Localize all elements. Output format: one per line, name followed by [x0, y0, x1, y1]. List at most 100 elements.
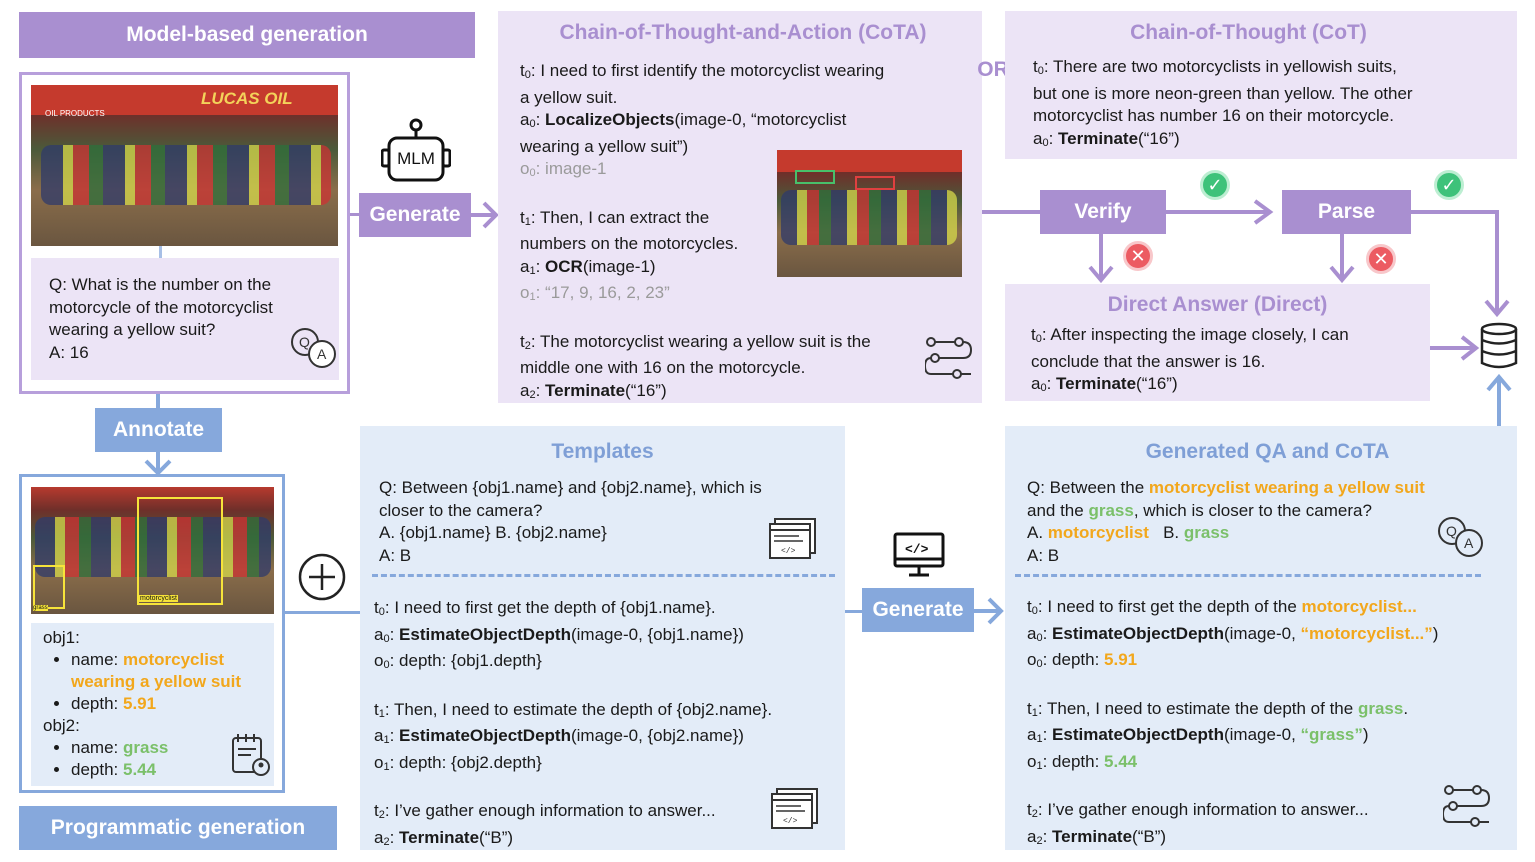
svg-text:A: A: [1464, 535, 1474, 551]
photo-banner: [31, 85, 338, 115]
templates-title: Templates: [551, 440, 654, 463]
template-t1: t1: Then, I need to estimate the depth o…: [374, 699, 773, 720]
cot-a0: a0: Terminate(“16”): [1033, 128, 1180, 149]
photo-riders: [41, 145, 331, 205]
template-options: A. {obj1.name} B. {obj2.name}: [379, 523, 607, 542]
generated-o1: o1: depth: 5.44: [1027, 751, 1138, 772]
annotate-arrow: [144, 452, 172, 476]
photo-riders: [35, 517, 271, 577]
model-based-generation-label: Model-based generation: [126, 23, 368, 46]
annotate-label: Annotate: [113, 418, 204, 441]
parse-cross-icon: ✕: [1366, 244, 1396, 274]
cot-title: Chain-of-Thought (CoT): [1130, 21, 1367, 44]
bbox-motorcyclist: [137, 497, 223, 605]
ocr-box: [855, 176, 895, 190]
ocr-box: [795, 170, 835, 184]
obj1-depth-value: 5.91: [123, 694, 157, 713]
bbox-motorcyclist-label: motorcyclist: [139, 595, 178, 602]
mlm-label: MLM: [397, 149, 435, 168]
qa-bubbles-icon: Q A: [291, 328, 336, 368]
cota-title: Chain-of-Thought-and-Action (CoTA): [559, 21, 927, 44]
source-photo: LUCAS OIL OIL PRODUCTS: [31, 85, 338, 246]
obj1-name-value: motorcyclist: [122, 650, 225, 669]
template-t2: t2: I’ve gather enough information to an…: [374, 801, 716, 821]
cot-panel: Chain-of-Thought (CoT) t0: There are two…: [1005, 11, 1517, 159]
template-a1: a1: EstimateObjectDepth(image-0, {obj2.n…: [374, 726, 744, 746]
generated-question-cont: and the grass, which is closer to the ca…: [1027, 500, 1372, 520]
generate-bottom-arrow: [974, 597, 1004, 625]
template-question-cont: closer to the camera?: [379, 500, 543, 520]
question-line: Q: What is the number on the: [49, 275, 272, 294]
obj2-name-value: grass: [122, 738, 169, 757]
template-o0: o0: depth: {obj1.depth}: [374, 651, 542, 671]
bottom-left-connector: [285, 611, 360, 614]
cota-t0: t0: I need to first identify the motorcy…: [520, 61, 885, 81]
cota-a1: a1: OCR(image-1): [520, 256, 656, 277]
photo-banner: [777, 150, 962, 172]
workflow-icon: [1443, 785, 1491, 827]
source-example-frame: LUCAS OIL OIL PRODUCTS Q: What is the nu…: [19, 72, 350, 394]
cot-t0-cont: but one is more neon-green than yellow. …: [1033, 83, 1413, 103]
annotated-example-frame: motorcyclist grass obj1: name: motorcycl…: [19, 474, 285, 793]
svg-text:</>: </>: [783, 817, 798, 826]
svg-text:Q: Q: [299, 334, 310, 350]
direct-steps: t0: After inspecting the image closely, …: [1031, 324, 1349, 400]
parse-box: Parse: [1282, 190, 1411, 234]
annotated-photo: motorcyclist grass: [31, 487, 274, 614]
or-label: OR: [977, 58, 1009, 81]
cota-t2: t2: The motorcyclist wearing a yellow su…: [520, 331, 871, 352]
direct-panel: Direct Answer (Direct) t0: After inspect…: [1005, 284, 1430, 401]
parse-label: Parse: [1317, 200, 1376, 223]
database-icon: [1480, 322, 1518, 369]
direct-t0: t0: After inspecting the image closely, …: [1031, 325, 1349, 345]
cot-steps: t0: There are two motorcyclists in yello…: [1033, 56, 1413, 154]
obj2-heading: obj2:: [43, 716, 80, 735]
cota-t0-cont: a yellow suit.: [520, 87, 618, 107]
direct-title: Direct Answer (Direct): [1107, 293, 1328, 316]
generated-t1: t1: Then, I need to estimate the depth o…: [1027, 698, 1409, 719]
obj1-name-value-cont: wearing a yellow suit: [71, 672, 242, 691]
cot-t0-cont: motorcyclist has number 16 on their moto…: [1033, 106, 1394, 125]
generate-top-label: Generate: [369, 203, 461, 226]
templates-divider: [372, 574, 835, 577]
verify-cross-icon: ✕: [1123, 241, 1153, 271]
template-a2: a2: Terminate(“B”): [374, 827, 514, 848]
generated-a1: a1: EstimateObjectDepth(image-0, “grass”…: [1027, 725, 1369, 745]
cota-steps: t0: I need to first identify the motorcy…: [520, 60, 884, 406]
verify-parse-flow-lines: [982, 199, 1510, 318]
generated-o0: o0: depth: 5.91: [1027, 650, 1138, 670]
photo-brand-text-2: OIL PRODUCTS: [45, 109, 105, 118]
generated-panel: Generated QA and CoTA Q: Between the mot…: [1005, 426, 1517, 850]
generate-bottom-connector: [845, 610, 862, 613]
generated-options: A. motorcyclist B. grass: [1027, 523, 1230, 542]
generate-bottom-label-box: Generate: [862, 588, 974, 632]
cota-t1-cont: numbers on the motorcycles.: [520, 234, 739, 253]
svg-text:</>: </>: [781, 547, 796, 556]
cota-t1: t1: Then, I can extract the: [520, 207, 710, 228]
generated-a0: a0: EstimateObjectDepth(image-0, “motorc…: [1027, 623, 1439, 644]
templates-qa: Q: Between {obj1.name} and {obj2.name}, …: [379, 477, 762, 567]
question-line: motorcycle of the motorcyclist: [49, 297, 273, 317]
cota-panel: Chain-of-Thought-and-Action (CoTA) t0: I…: [498, 11, 982, 403]
template-answer: A: B: [379, 545, 412, 565]
programmatic-generation-label: Programmatic generation: [50, 816, 306, 839]
generated-title: Generated QA and CoTA: [1145, 440, 1390, 463]
template-t0: t0: I need to first get the depth of {ob…: [374, 598, 716, 618]
photo-connector: [159, 246, 162, 258]
code-template-icon: </>: [769, 518, 816, 559]
generated-to-db-arrow: [1486, 374, 1512, 426]
generate-top-label-box: Generate: [359, 193, 471, 237]
cota-a0-cont: wearing a yellow suit”): [520, 136, 689, 156]
photo-riders: [781, 190, 957, 245]
computer-code-icon: </>: [893, 532, 945, 577]
cota-o0: o0: image-1: [520, 159, 607, 179]
generated-t2: t2: I’ve gather enough information to an…: [1027, 800, 1369, 820]
generated-qa: Q: Between the motorcyclist wearing a ye…: [1027, 477, 1425, 567]
template-a0: a0: EstimateObjectDepth(image-0, {obj1.n…: [374, 624, 744, 645]
question-line: wearing a yellow suit?: [49, 320, 216, 339]
cota-a0: a0: LocalizeObjects(image-0, “motorcycli…: [520, 110, 847, 130]
direct-to-db-arrow: [1430, 335, 1480, 361]
cota-t2-cont: middle one with 16 on the motorcycle.: [520, 358, 806, 377]
